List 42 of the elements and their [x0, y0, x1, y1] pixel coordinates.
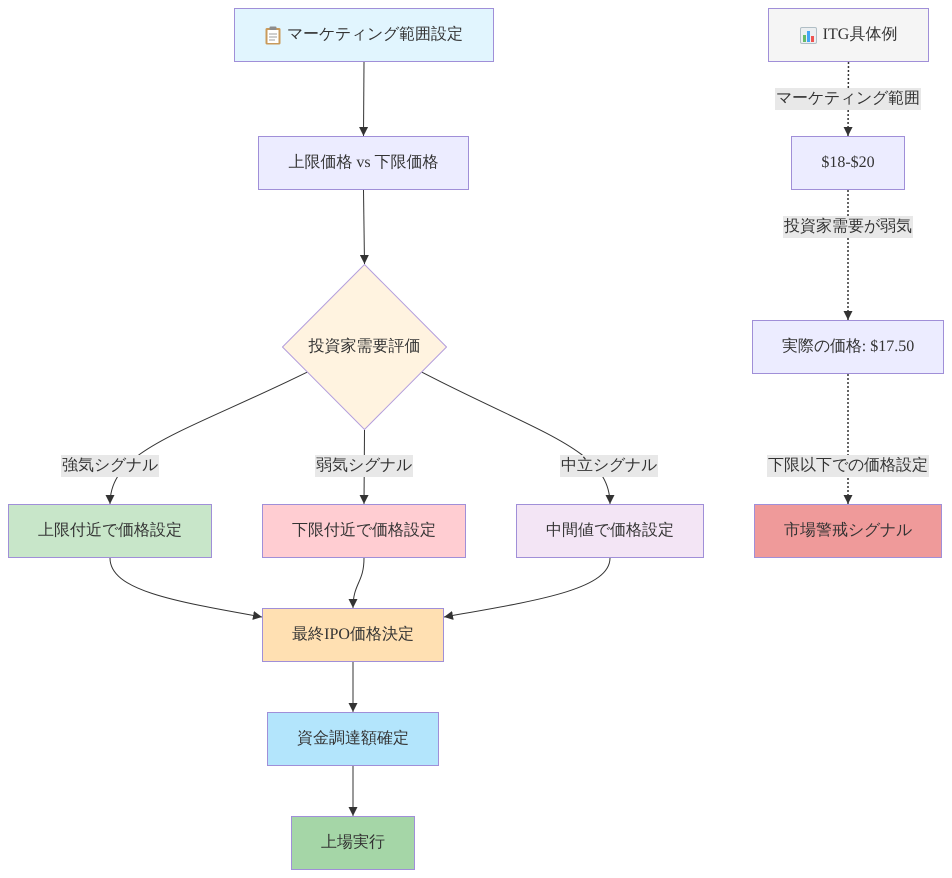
- process-box: [262, 608, 444, 662]
- node-label: 最終IPO価格決定: [292, 625, 414, 645]
- arrow: [444, 558, 610, 620]
- edge-label: マーケティング範囲: [775, 88, 921, 110]
- node-label: 上限価格 vs 下限価格: [288, 153, 439, 173]
- node-label: 上場実行: [321, 833, 385, 853]
- node-label: 市場警戒シグナル: [784, 521, 912, 541]
- arrow: [110, 558, 262, 620]
- node-label: 上限付近で価格設定: [38, 521, 182, 541]
- edge-label: 下限以下での価格設定: [767, 455, 929, 477]
- arrow: [348, 662, 358, 712]
- process-box: [291, 816, 415, 870]
- node-label: 下限付近で価格設定: [292, 521, 436, 541]
- process-box: [791, 136, 905, 190]
- process-box: [754, 504, 942, 558]
- process-box: [8, 504, 212, 558]
- process-box: [752, 320, 944, 374]
- arrow: [348, 558, 364, 608]
- process-box: [768, 8, 929, 62]
- arrow: [359, 62, 368, 136]
- decision-diamond: [282, 264, 447, 430]
- node-label: ITG具体例: [822, 25, 898, 45]
- arrow: [360, 190, 369, 264]
- edge-label: 投資家需要が弱気: [783, 216, 913, 238]
- process-box: [262, 504, 466, 558]
- edge-label: 弱気シグナル: [315, 455, 413, 477]
- node-label: $18-$20: [821, 153, 875, 173]
- dotted-arrow: [844, 190, 852, 320]
- node-label: 実際の価格: $17.50: [782, 337, 914, 357]
- node-label: 資金調達額確定: [297, 729, 409, 749]
- edge-label: 中立シグナル: [560, 455, 658, 477]
- arrow: [106, 372, 308, 504]
- arrow: [348, 766, 358, 816]
- node-label: 投資家需要評価: [308, 337, 420, 357]
- dotted-arrow: [844, 374, 852, 504]
- edge-label: 強気シグナル: [61, 455, 159, 477]
- node-label: マーケティング範囲設定: [287, 25, 463, 45]
- process-box: [234, 8, 494, 62]
- process-box: [516, 504, 704, 558]
- process-box: [258, 136, 469, 190]
- process-box: [267, 712, 439, 766]
- node-label: 中間値で価格設定: [546, 521, 674, 541]
